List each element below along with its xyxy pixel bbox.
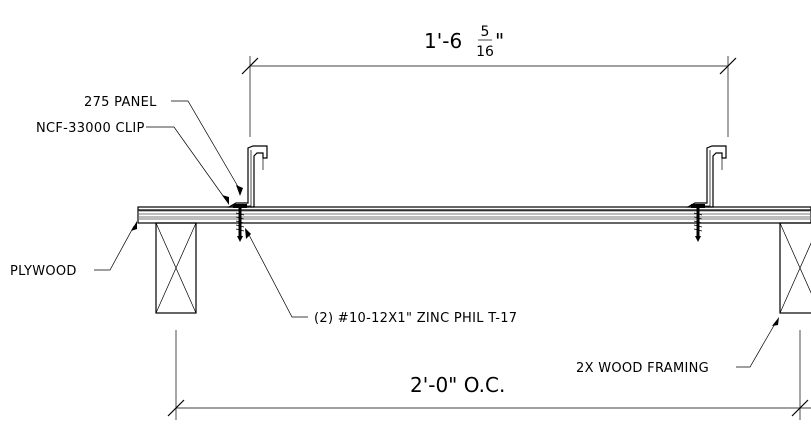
wood-framing-left — [155, 222, 197, 314]
panel-label: 275 PANEL — [84, 95, 157, 110]
top-dimension-numerator: 5 — [481, 24, 490, 40]
plywood-label: PLYWOOD — [10, 264, 77, 279]
top-tick-right — [719, 57, 737, 75]
panel-leader: 275 PANEL — [84, 95, 243, 196]
plywood-leader: PLYWOOD — [10, 221, 137, 279]
framing-leader: 2X WOOD FRAMING — [576, 317, 779, 376]
bottom-tick-right — [791, 399, 809, 417]
framing-label: 2X WOOD FRAMING — [576, 361, 709, 376]
wood-framing-right — [779, 222, 811, 314]
screw-right — [691, 204, 705, 242]
screw-leader: (2) #10-12X1" ZINC PHIL T-17 — [245, 228, 517, 326]
clip-leader: NCF-33000 CLIP — [36, 121, 229, 205]
panel-seam-left — [226, 145, 268, 208]
clip-label: NCF-33000 CLIP — [36, 121, 145, 136]
screw-label: (2) #10-12X1" ZINC PHIL T-17 — [314, 311, 517, 326]
panel-seam-right — [685, 145, 727, 208]
screw-left — [233, 204, 247, 242]
bottom-tick-left — [167, 399, 185, 417]
top-dimension: 1'-6 5 16 " — [241, 24, 737, 137]
bottom-dimension: 2'-0" O.C. — [167, 330, 811, 420]
bottom-dimension-text: 2'-0" O.C. — [410, 373, 505, 397]
top-dimension-suffix: " — [495, 29, 504, 53]
top-dimension-denominator: 16 — [476, 44, 494, 60]
top-tick-left — [241, 57, 259, 75]
top-dimension-whole: 1'-6 — [424, 29, 462, 53]
